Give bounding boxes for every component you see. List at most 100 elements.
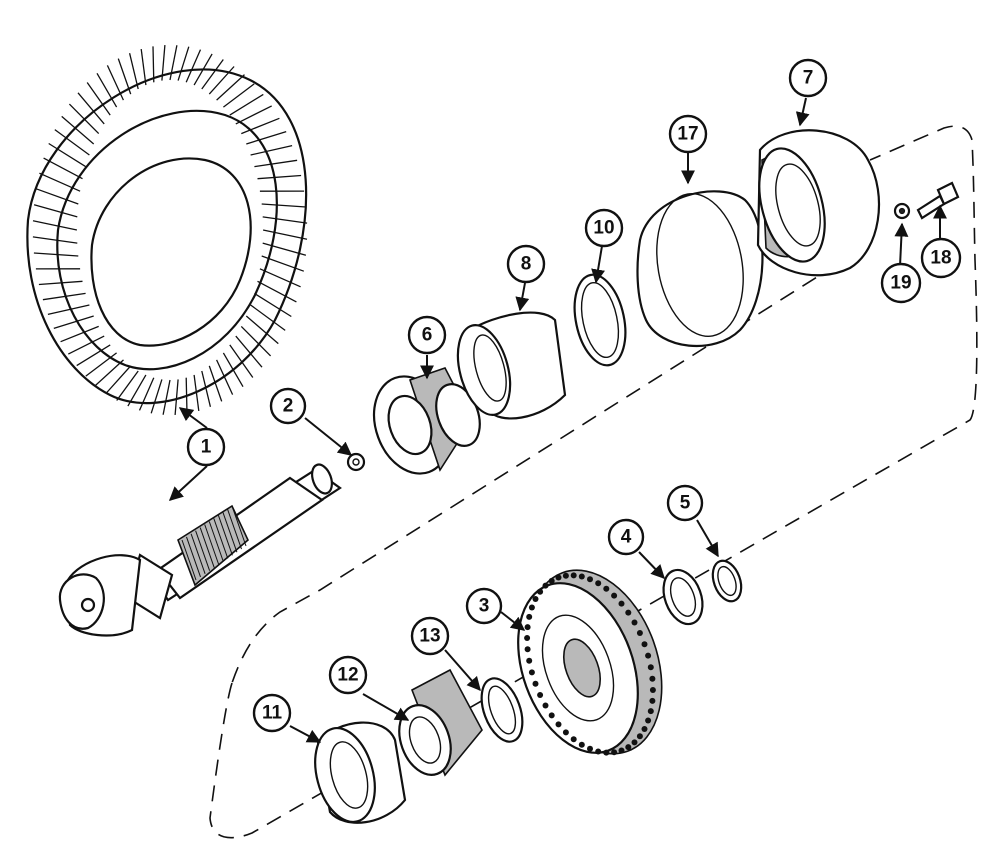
drive-gear-tooth <box>526 657 533 664</box>
ring-gear-tooth <box>262 216 308 224</box>
drive-gear-tooth <box>570 572 577 579</box>
ring-gear-tooth <box>38 280 83 286</box>
callout-7-label: 7 <box>803 68 814 89</box>
ring-gear-tooth <box>32 220 78 231</box>
spline-line <box>217 515 233 556</box>
spline-line <box>190 533 206 574</box>
ring-gear-tooth <box>193 53 213 86</box>
ring-gear-tooth <box>161 45 166 81</box>
bearing-cup-lower <box>314 721 407 824</box>
drive-gear-tooth <box>532 680 539 687</box>
ring-gear-tooth <box>150 379 163 414</box>
drive-gear-tooth <box>611 749 618 756</box>
ring-gear-tooth <box>185 49 202 83</box>
callout-6: 6 <box>407 315 447 355</box>
ring-gear-tooth <box>208 66 235 95</box>
ring-gear-tooth <box>174 379 179 415</box>
drive-gear-tooth <box>524 635 531 641</box>
ring-gear-tooth <box>250 144 293 156</box>
callout-17: 17 <box>668 114 708 154</box>
ring-gear-tooth <box>128 53 139 90</box>
ring-gear-tooth <box>261 255 305 272</box>
drive-gear-tooth <box>562 729 569 736</box>
tapered-bearing-lower <box>398 668 483 777</box>
callout-5-label: 5 <box>680 493 691 514</box>
bearing-cup <box>456 311 567 420</box>
ring-gear <box>26 45 308 415</box>
callout-8: 8 <box>506 244 546 284</box>
ring-gear-tooth <box>262 229 308 240</box>
drive-gear-tooth <box>555 574 562 581</box>
drive-gear-tooth <box>595 580 602 587</box>
leader-lines <box>168 97 947 743</box>
drive-gear-tooth <box>587 576 593 583</box>
callout-1-label: 1 <box>201 437 212 458</box>
drive-gear-tooth <box>587 745 593 752</box>
drive-gear-tooth <box>631 739 638 746</box>
ring-gear-tooth <box>208 365 223 402</box>
drive-gear-tooth <box>649 687 656 693</box>
ring-gear-tooth <box>33 204 78 218</box>
drive-gear <box>517 569 663 756</box>
drive-gear-tooth <box>611 592 618 599</box>
gasket-plate <box>636 190 764 348</box>
drive-gear-tooth <box>647 708 654 715</box>
ring-gear-tooth <box>60 325 99 343</box>
ring-gear-tooth <box>106 65 124 101</box>
ring-gear-tooth <box>140 49 147 86</box>
ring-gear-tooth <box>39 172 81 192</box>
drive-gear-tooth <box>603 749 610 756</box>
ring-gear-tooth <box>117 58 132 95</box>
callout-10-label: 10 <box>593 218 614 239</box>
callout-8-label: 8 <box>521 254 532 275</box>
drive-gear-tooth <box>542 702 549 709</box>
ring-gear-tooth <box>245 315 279 345</box>
ring-gear-tooth <box>48 142 86 168</box>
ring-gear-tooth <box>47 304 90 316</box>
callout-2: 2 <box>269 387 307 425</box>
callout-4: 4 <box>607 518 645 556</box>
callout-11-label: 11 <box>262 703 283 724</box>
callout-1: 1 <box>186 427 226 467</box>
spline-line <box>231 505 247 547</box>
ring-gear-tooth <box>77 92 105 125</box>
ring-gear-tooth <box>185 377 188 414</box>
retainer-housing <box>756 129 880 277</box>
ring-gear-tooth <box>116 370 139 401</box>
drive-gear-tooth <box>548 577 555 584</box>
ring-gear-tooth <box>138 377 155 411</box>
ring-gear-tooth <box>257 280 297 303</box>
ring-gear-tooth <box>42 292 86 301</box>
ring-gear-tooth <box>222 352 244 388</box>
ring-gear-tooth <box>68 335 105 355</box>
drive-gear-tooth <box>570 736 577 743</box>
drive-gear-tooth <box>526 613 533 620</box>
ring-gear-tooth <box>254 292 292 318</box>
snap-ring-small <box>711 559 743 603</box>
ring-gear-tooth <box>96 72 118 108</box>
callout-13-label: 13 <box>419 626 440 647</box>
ring-gear-tooth <box>35 188 79 205</box>
drive-gear-tooth <box>532 596 539 602</box>
drive-gear-tooth <box>555 721 562 728</box>
ring-gear-tooth <box>216 74 245 101</box>
drive-gear-tooth <box>548 712 555 719</box>
ring-gear-tooth <box>53 315 94 330</box>
callout-3: 3 <box>465 587 503 625</box>
snap-ring-upper <box>573 273 627 367</box>
drive-gear-tooth <box>537 588 544 595</box>
callout-10: 10 <box>584 208 624 248</box>
callout-17-label: 17 <box>677 124 698 145</box>
ring-gear-tooth <box>241 117 280 135</box>
callout-19-label: 19 <box>890 273 911 294</box>
drive-gear-tooth <box>636 630 643 636</box>
drive-gear-tooth <box>649 675 656 682</box>
ring-gear-tooth <box>162 379 171 415</box>
ring-gear-tooth <box>177 46 190 81</box>
ring-gear-tooth <box>105 365 132 394</box>
nut <box>346 452 366 472</box>
drive-gear-tooth <box>537 692 544 698</box>
spline-line <box>204 524 220 565</box>
callout-3-label: 3 <box>479 596 490 617</box>
drive-gear-tooth <box>603 585 610 592</box>
